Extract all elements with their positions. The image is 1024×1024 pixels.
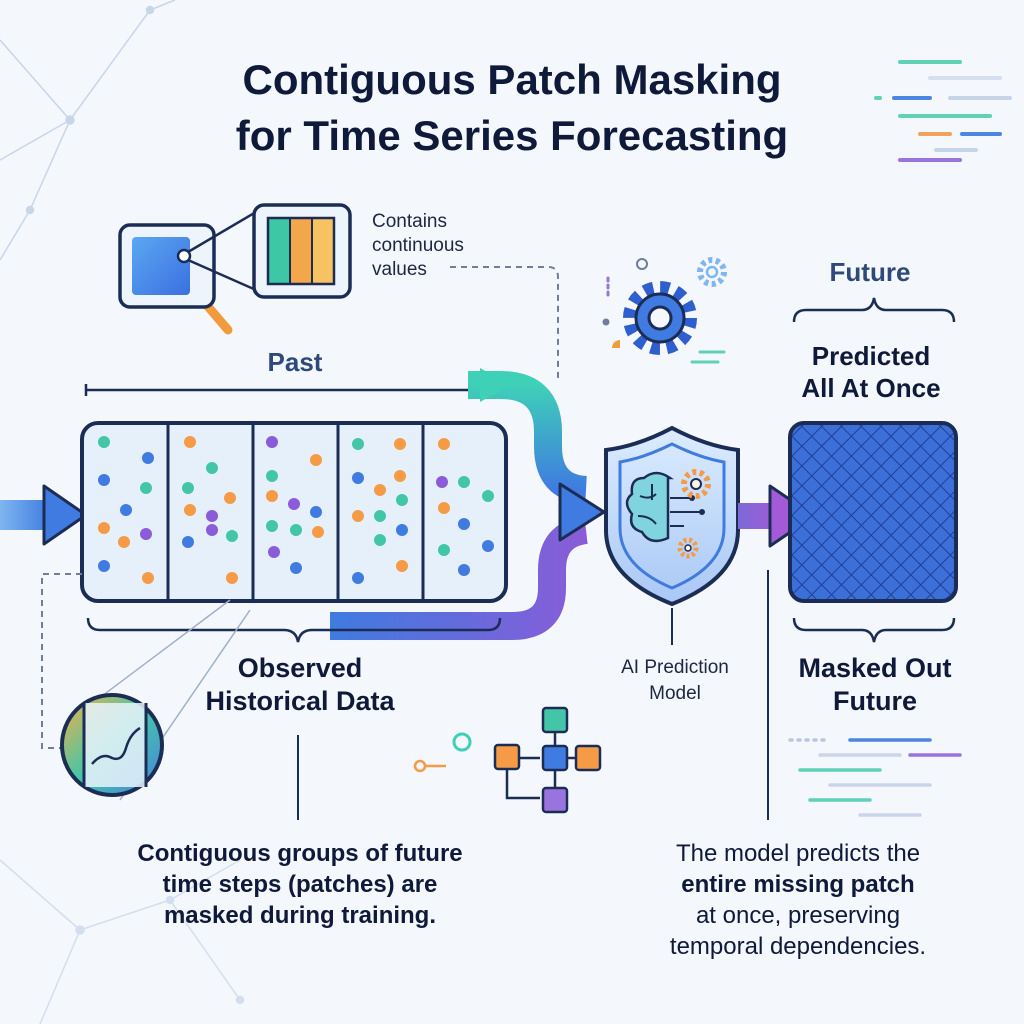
connector-lens [41, 573, 82, 749]
caption-right-line-1: The model predicts the [675, 840, 921, 867]
flow-arrow-head [558, 482, 606, 542]
contains-line-3: values [372, 259, 427, 280]
future-bracket [792, 297, 956, 323]
caption-left-line-2: time steps (patches) are [162, 871, 438, 898]
title-line-1: Contiguous Patch Masking [242, 56, 782, 103]
contains-label: Contains continuous values [372, 210, 532, 282]
caption-right-line-3: at once, preserving [695, 902, 901, 929]
brain-shield-icon [604, 425, 740, 607]
diagram-title: Contiguous Patch Masking for Time Series… [112, 52, 912, 164]
masked-line-1: Masked Out [798, 653, 952, 683]
future-label: Future [829, 257, 911, 287]
contains-line-2: continuous [372, 235, 464, 256]
caption-right-line-2: entire missing patch [681, 871, 915, 898]
caption-left: Contiguous groups of future time steps (… [80, 838, 520, 931]
title-line-2: for Time Series Forecasting [235, 112, 789, 159]
past-bracket [84, 380, 501, 400]
masked-line-2: Future [833, 686, 917, 716]
observed-line-2: Historical Data [205, 686, 395, 716]
patch-dots [98, 436, 494, 584]
code-lines-bottom-right [788, 738, 962, 817]
network-graph-icon [413, 706, 602, 814]
contains-line-1: Contains [372, 211, 447, 232]
flow-arrow-top [468, 371, 588, 504]
ai-model-label: AI Prediction Model [590, 655, 760, 707]
caption-right: The model predicts the entire missing pa… [598, 838, 998, 962]
caption-left-line-3: masked during training. [163, 902, 437, 929]
caption-left-line-1: Contiguous groups of future [137, 840, 463, 867]
predicted-label: Predicted All At Once [776, 340, 966, 404]
connector-contains [450, 266, 559, 382]
masked-label: Masked Out Future [770, 652, 980, 718]
magnifier-icon [118, 203, 352, 335]
masked-bracket [792, 617, 956, 643]
predicted-line-2: All At Once [801, 373, 941, 403]
observed-label: Observed Historical Data [170, 652, 430, 718]
lens-chart-icon [60, 599, 251, 801]
observed-bracket [86, 617, 502, 643]
past-label: Past [267, 347, 323, 377]
caption-right-line-4: temporal dependencies. [669, 933, 927, 960]
observed-patch-strip [80, 421, 508, 603]
observed-line-1: Observed [237, 653, 363, 683]
flow-arrow-top-head [480, 368, 510, 402]
background-network-top-left [0, 0, 176, 261]
predicted-line-1: Predicted [811, 341, 931, 371]
code-lines-top-right [874, 60, 1012, 162]
masked-future-block [788, 421, 958, 603]
ai-model-line-1: AI Prediction [621, 657, 729, 678]
gear-icon [602, 257, 727, 364]
background-network-bottom-left [0, 859, 245, 1024]
ai-model-line-2: Model [649, 683, 701, 704]
input-arrow [0, 484, 88, 546]
